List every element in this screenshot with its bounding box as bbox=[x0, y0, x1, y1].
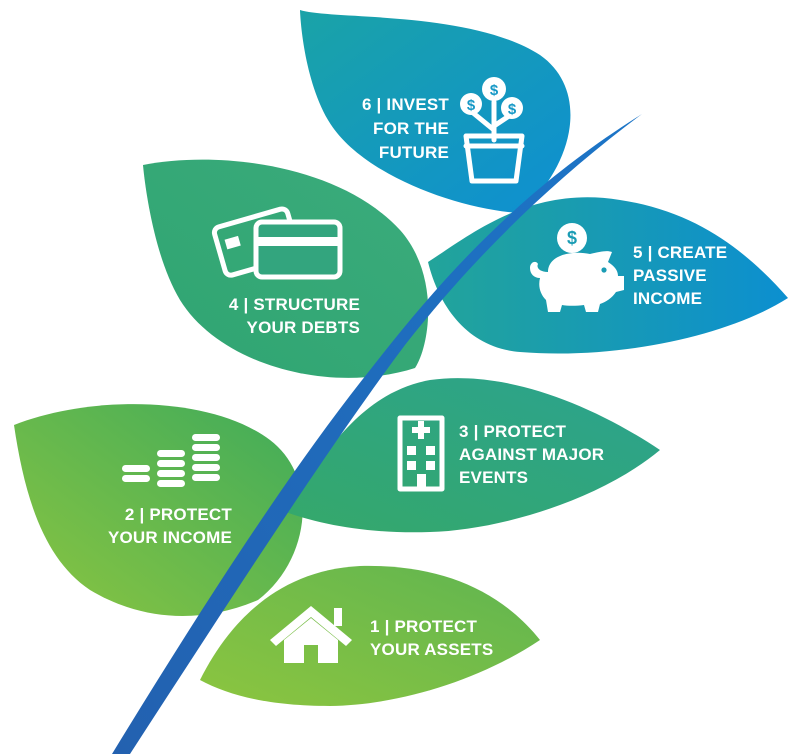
step-3-label-line-3: EVENTS bbox=[459, 468, 528, 487]
step-1-label-line-1: 1 | PROTECT bbox=[370, 617, 477, 636]
step-5-label-line-3: INCOME bbox=[633, 289, 702, 308]
step-2-label-line-2: YOUR INCOME bbox=[108, 528, 232, 547]
step-1-label-line-2: YOUR ASSETS bbox=[370, 640, 493, 659]
leaf-3 bbox=[280, 378, 660, 533]
step-5-label: 5 | CREATE PASSIVE INCOME bbox=[633, 243, 727, 308]
leaf-2 bbox=[14, 404, 303, 617]
piggy-bank-icon: $ bbox=[530, 223, 624, 312]
dollar-symbol: $ bbox=[467, 97, 476, 114]
step-4-label-line-1: 4 | STRUCTURE bbox=[229, 295, 360, 314]
coin-stacks-icon bbox=[122, 434, 220, 487]
step-1-label: 1 | PROTECT YOUR ASSETS bbox=[370, 617, 493, 659]
plant-stem bbox=[112, 114, 642, 754]
step-4-label: 4 | STRUCTURE YOUR DEBTS bbox=[229, 295, 360, 337]
step-6-label-line-1: 6 | INVEST bbox=[362, 95, 449, 114]
step-6-label-line-2: FOR THE bbox=[373, 119, 449, 138]
step-5-label-line-2: PASSIVE bbox=[633, 266, 707, 285]
leaf-6 bbox=[300, 10, 571, 213]
step-3-label: 3 | PROTECT AGAINST MAJOR EVENTS bbox=[459, 422, 604, 487]
step-3-label-line-1: 3 | PROTECT bbox=[459, 422, 566, 441]
dollar-symbol: $ bbox=[567, 228, 577, 248]
step-2-label: 2 | PROTECT YOUR INCOME bbox=[108, 505, 232, 547]
dollar-symbol: $ bbox=[508, 101, 517, 118]
house-icon bbox=[270, 606, 352, 663]
credit-card-front bbox=[253, 219, 343, 280]
hospital-icon bbox=[397, 415, 445, 492]
dollar-symbol: $ bbox=[490, 82, 499, 99]
step-6-label-line-3: FUTURE bbox=[379, 143, 449, 162]
leaf-1 bbox=[200, 565, 540, 706]
step-6-label: 6 | INVEST FOR THE FUTURE bbox=[362, 95, 449, 162]
step-5-label-line-1: 5 | CREATE bbox=[633, 243, 727, 262]
step-2-label-line-1: 2 | PROTECT bbox=[125, 505, 232, 524]
money-plant-icon: $ $ $ bbox=[460, 77, 525, 184]
step-4-label-line-2: YOUR DEBTS bbox=[247, 318, 360, 337]
step-3-label-line-2: AGAINST MAJOR bbox=[459, 445, 604, 464]
